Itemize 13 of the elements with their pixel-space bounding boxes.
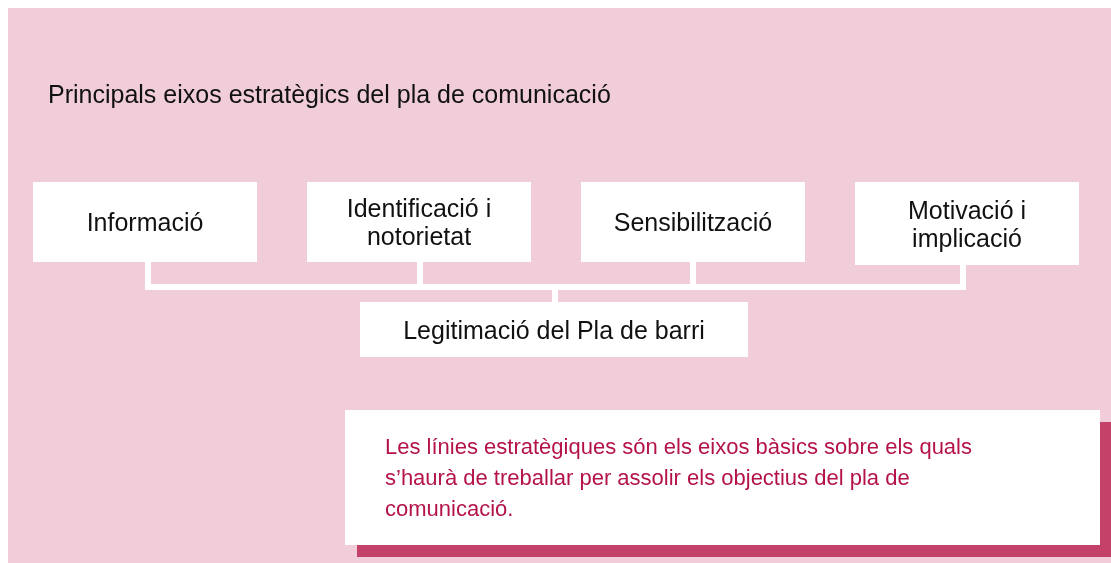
connector-line	[552, 265, 966, 302]
strategy-box	[360, 302, 748, 357]
box-label: Legitimació del Pla de barri	[403, 315, 705, 344]
box-label: Identificació i notorietat	[345, 194, 493, 250]
note-text: Les línies estratègiques són els eixos bàsics sobre els quals s’haurà de treballar per assolir els objectius del pla de comunicació.	[385, 433, 973, 523]
box-label: Sensibilització	[613, 208, 773, 236]
strategy-box	[581, 182, 805, 262]
box-label: Informació	[86, 208, 204, 236]
box-label: Motivació i implicació	[906, 195, 1028, 252]
strategy-box	[307, 182, 531, 262]
strategy-box	[855, 182, 1079, 265]
title: Principals eixos estratègics del pla de comunicació	[48, 80, 611, 109]
strategy-box	[33, 182, 257, 262]
